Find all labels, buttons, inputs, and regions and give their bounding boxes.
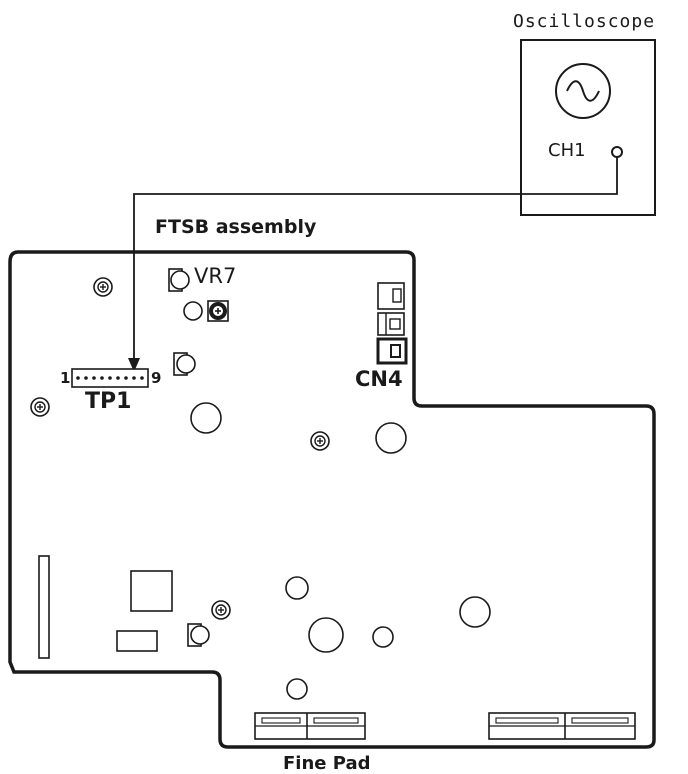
cn4-connector <box>376 337 408 365</box>
cn4-label: CN4 <box>355 367 403 391</box>
oscilloscope-screen <box>555 63 611 119</box>
ftsb-board-outline <box>8 250 656 749</box>
mounting-hole <box>190 402 222 434</box>
screw-icon <box>211 600 231 620</box>
screw-icon <box>310 431 330 451</box>
ic-chip <box>130 570 173 612</box>
edge-connector <box>254 712 366 740</box>
mounting-hole <box>375 422 407 454</box>
vr7-label: VR7 <box>194 264 237 288</box>
footer-caption: Fine Pad <box>283 753 371 774</box>
capacitor-component <box>187 623 210 647</box>
edge-connector <box>488 712 636 740</box>
capacitor-component <box>173 352 196 376</box>
connector-block <box>377 282 405 310</box>
capacitor-component <box>183 301 203 321</box>
screw-icon <box>93 277 113 297</box>
tp1-pin-first-label: 1 <box>60 369 71 387</box>
ch1-label: CH1 <box>548 140 586 161</box>
oscilloscope-label: Oscilloscope <box>513 11 656 32</box>
screw-icon <box>30 397 50 417</box>
sine-wave-icon <box>566 80 600 102</box>
ch1-probe-jack-icon <box>611 146 623 158</box>
resistor-component <box>116 630 158 652</box>
tp1-pin-last-label: 9 <box>151 369 162 387</box>
mounting-hole <box>308 617 344 653</box>
connector-block <box>377 312 405 336</box>
ftsb-assembly-title: FTSB assembly <box>155 216 317 238</box>
oscilloscope-body <box>520 39 656 216</box>
tp1-connector <box>71 368 149 388</box>
mounting-hole <box>286 678 308 700</box>
vr7-trimmer <box>207 300 229 322</box>
mounting-hole <box>459 596 491 628</box>
mounting-hole <box>285 576 309 600</box>
probe-wire <box>133 157 618 360</box>
probe-arrowhead <box>128 358 140 372</box>
tp1-label: TP1 <box>85 389 132 414</box>
capacitor-component <box>168 268 190 292</box>
slot-connector <box>38 555 50 659</box>
mounting-hole <box>372 626 394 648</box>
